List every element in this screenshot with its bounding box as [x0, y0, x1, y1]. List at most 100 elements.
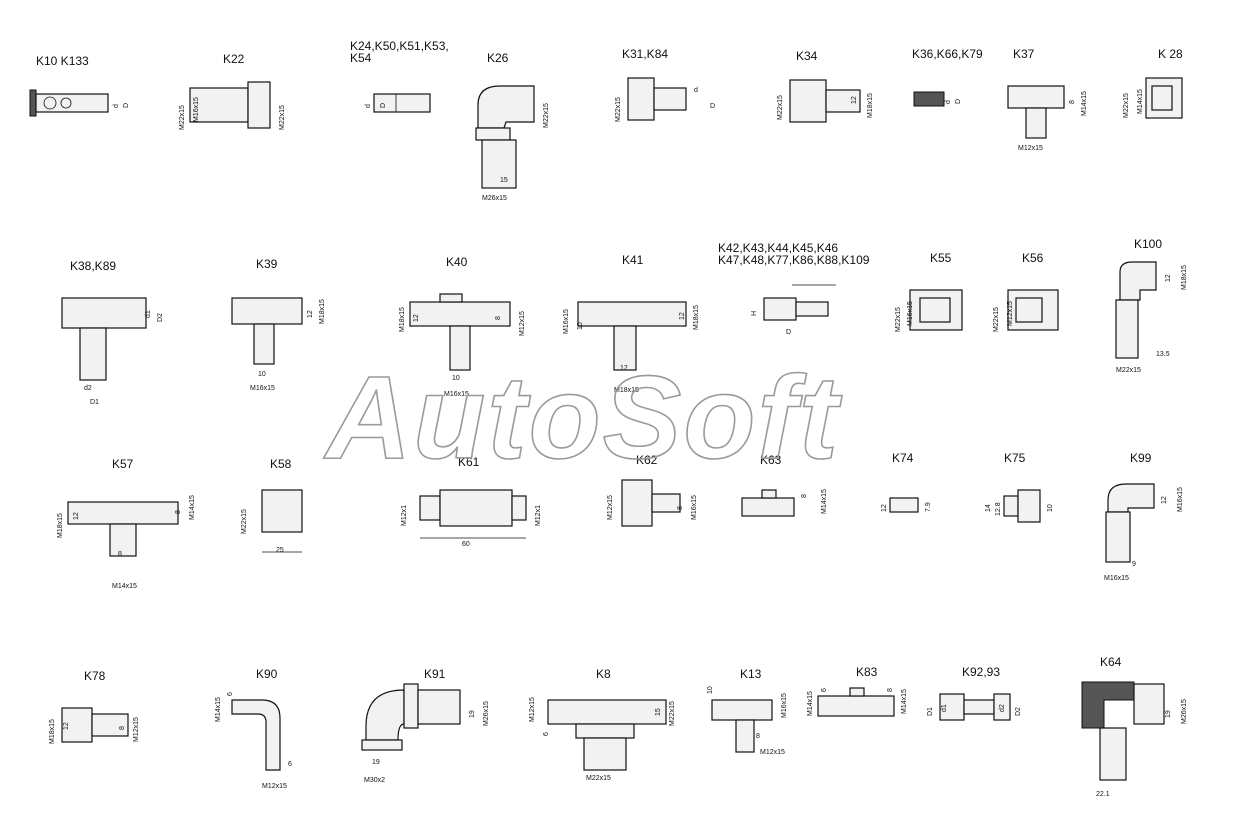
dim-label: M18x15	[867, 93, 874, 118]
dim-label: 8	[677, 506, 684, 510]
watermark: AutoSoft	[323, 352, 843, 484]
fitting-k13: K13 10 M16x15 8 M12x15	[707, 667, 788, 756]
fitting-label: K56	[1022, 251, 1044, 265]
body	[651, 493, 681, 513]
dim-label: D2	[157, 313, 164, 322]
fitting-k91: K91 19 M26x15 19 M30x2	[361, 667, 490, 784]
fitting-label: K39	[256, 257, 278, 271]
dim-label: 12	[851, 96, 858, 104]
dim-label: M14x15	[901, 689, 908, 714]
dim-label: M22x15	[543, 103, 550, 128]
dim-label: H	[751, 311, 758, 316]
fitting-label: K 28	[1158, 47, 1183, 61]
dim-label: 15	[500, 177, 508, 184]
hex-nut	[575, 723, 635, 739]
threaded-tail	[1105, 511, 1131, 563]
dim-label: M18x15	[319, 299, 326, 324]
dim-label: 6	[288, 761, 292, 768]
tee-run	[61, 297, 147, 329]
dim-label: 22.1	[1096, 791, 1110, 798]
fitting-label: K24,K50,K51,K53,	[350, 39, 449, 53]
dim-label: 12	[413, 314, 420, 322]
fitting-k24: K24,K50,K51,K53, K54 d D	[350, 39, 449, 113]
fitting-k8: K8 M12x15 6 15 M22x15 M22x15	[529, 667, 676, 782]
fitting-label: K31,K84	[622, 47, 668, 61]
fitting-label: K37	[1013, 47, 1035, 61]
dim-label: D	[123, 103, 130, 108]
dim-label: d2	[999, 704, 1006, 712]
dim-label: 6	[227, 692, 234, 696]
dim-label: 8	[175, 510, 182, 514]
fitting-label: K13	[740, 667, 762, 681]
fitting-k55: K55 M22x15 M16x15	[895, 251, 963, 332]
fitting-label: K41	[622, 253, 644, 267]
fitting-label: K38,K89	[70, 259, 116, 273]
hex-nut	[763, 297, 797, 321]
fitting-k75: K75 14 12.8 10	[985, 451, 1054, 523]
dim-label: M22x15	[279, 105, 286, 130]
dim-label: M14x15	[215, 697, 222, 722]
dim-label: d2	[84, 385, 92, 392]
dim-label: M14x15	[807, 691, 814, 716]
fitting-label: K58	[270, 457, 292, 471]
fitting-label: K26	[487, 51, 509, 65]
dim-label: 12	[63, 722, 70, 730]
fitting-k99: K99 12 M16x15 9 M16x15	[1104, 451, 1184, 582]
fitting-k64: K64 19 M26x15 22.1	[1081, 655, 1188, 798]
fitting-label: K54	[350, 51, 372, 65]
fitting-k31: K31,K84 M22x15 d D	[615, 47, 715, 122]
hex-nut	[247, 81, 271, 129]
hex-nut	[403, 683, 419, 729]
dim-label: M16x15	[563, 309, 570, 334]
elbow-body	[477, 85, 535, 129]
body	[653, 87, 687, 111]
dim-label: 12	[1165, 274, 1172, 282]
dim-label: M14x15	[1137, 89, 1144, 114]
dim-label: 8	[119, 726, 126, 730]
end-thread	[511, 495, 527, 521]
dim-label: M12x15	[519, 311, 526, 336]
dim-label: 12	[307, 310, 314, 318]
fitting-label: K78	[84, 669, 106, 683]
coupling	[261, 489, 303, 533]
dim-label: 10	[707, 686, 714, 694]
hex-collar	[439, 293, 463, 303]
dim-label: 12	[1161, 496, 1168, 504]
body	[825, 89, 861, 113]
fitting-k28: K 28 M22x15 M14x15	[1123, 47, 1183, 119]
dim-label: M22x15	[1123, 93, 1130, 118]
tee-run	[67, 501, 179, 525]
tee-branch	[613, 325, 637, 371]
body	[889, 497, 919, 513]
dim-label: M16x15	[193, 97, 200, 122]
dim-label: M22x15	[586, 775, 611, 782]
dim-label: M18x15	[693, 305, 700, 330]
dim-label: D1	[90, 399, 99, 406]
tee-branch	[735, 719, 755, 753]
flange	[1081, 681, 1135, 729]
tee-run	[577, 301, 687, 327]
dim-label: M14x15	[112, 583, 137, 590]
hex-nut	[475, 127, 511, 141]
dim-label: M12x15	[607, 495, 614, 520]
dim-label: 12	[73, 512, 80, 520]
dim-label: M22x15	[179, 105, 186, 130]
fitting-label: K8	[596, 667, 611, 681]
dim-label: 12.8	[995, 502, 1002, 516]
dim-label: 9	[1132, 561, 1136, 568]
dim-label: 25	[276, 547, 284, 554]
dim-label: d	[365, 104, 372, 108]
fitting-label: K91	[424, 667, 446, 681]
dim-label: 8	[118, 551, 122, 558]
dim-label: 13.5	[1156, 351, 1170, 358]
dim-label: d	[113, 104, 120, 108]
dim-label: M16x15	[250, 385, 275, 392]
body	[91, 713, 129, 737]
dim-label: 6	[543, 732, 550, 736]
fitting-k40: K40 M18x15 12 8 M12x15 10 M16x15	[399, 255, 526, 398]
dim-label: 19	[469, 710, 476, 718]
fitting-label: K92,93	[962, 665, 1000, 679]
dim-label: D2	[1015, 707, 1022, 716]
elbow-body	[231, 699, 281, 771]
fitting-label: K36,K66,K79	[912, 47, 983, 61]
